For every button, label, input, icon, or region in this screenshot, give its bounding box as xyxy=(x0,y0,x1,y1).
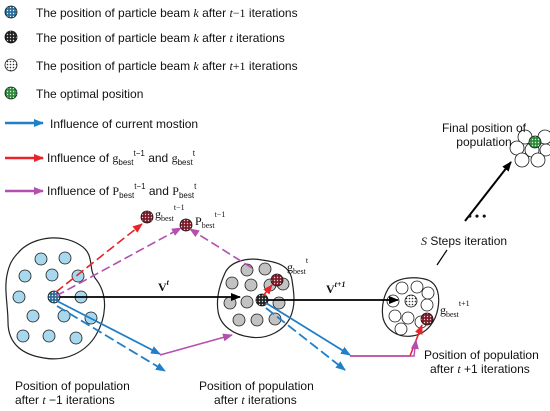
legend-icon-t-plus-1 xyxy=(4,58,18,72)
population-t-caption-2: after t iterations xyxy=(214,393,297,407)
gbest-t-plus-1-label: gbestt+1 xyxy=(440,299,470,319)
population-t-minus-1 xyxy=(5,237,106,360)
velocity-vt-label: Vt xyxy=(158,278,170,294)
population-t-plus-1-caption-2: after t +1 iterations xyxy=(430,362,530,376)
red-arrow-1 xyxy=(55,223,143,293)
particles-final xyxy=(509,129,550,168)
population-t-plus-1 xyxy=(381,277,440,337)
blue-arrow-2-dashed xyxy=(265,307,346,371)
population-t-minus-1-caption-1: Position of population xyxy=(15,379,130,393)
purple-arrow-1 xyxy=(55,227,182,297)
legend-icon-optimal xyxy=(4,86,18,100)
final-position-label-1: Final position of xyxy=(442,121,527,135)
particle-k-t-plus-1 xyxy=(404,294,418,308)
legend-arrow-purple-label: Influence of Pbestt−1 and Pbestt xyxy=(47,182,197,200)
gbest-t-marker xyxy=(270,273,284,287)
population-t-minus-1-caption-2: after t −1 iterations xyxy=(15,393,115,407)
population-final xyxy=(509,129,550,168)
gbest-t-minus-1-marker xyxy=(140,210,154,224)
legend-icon-t xyxy=(4,30,18,44)
gbest-t-minus-1-label: gbestt−1 xyxy=(155,203,185,223)
purple-arrow-4 xyxy=(350,339,419,357)
blue-arrow-1 xyxy=(56,300,161,355)
gbest-t-plus-1-marker xyxy=(420,312,434,326)
particles-t xyxy=(223,262,290,327)
iteration-dots: • • • xyxy=(468,209,487,223)
legend-item-2: The position of particle beam k after t … xyxy=(36,31,285,45)
purple-arrow-3 xyxy=(159,333,233,356)
legend: The position of particle beam k after t−… xyxy=(4,5,298,200)
particles-t-plus-1 xyxy=(386,280,435,336)
legend-icon-t-minus-1 xyxy=(4,5,18,19)
particle-k-t xyxy=(255,293,269,307)
red-arrow-2 xyxy=(262,284,273,297)
velocity-vt1-label: Vt+1 xyxy=(326,280,345,296)
population-t xyxy=(216,258,295,339)
legend-item-3: The position of particle beam k after t+… xyxy=(36,59,298,73)
pbest-t-minus-1-marker xyxy=(179,218,193,232)
population-t-plus-1-caption-1: Position of population xyxy=(424,348,539,362)
legend-item-1: The position of particle beam k after t−… xyxy=(36,6,298,20)
final-position-label-2: population xyxy=(456,135,511,149)
pbest-t-minus-1-label: Pbestt−1 xyxy=(195,210,225,230)
steps-iteration-label: S Steps iteration xyxy=(421,234,507,248)
legend-arrow-blue-label: Influence of current mostion xyxy=(50,117,198,131)
optimal-position-marker xyxy=(528,135,542,149)
blue-arrow-2 xyxy=(265,302,351,356)
legend-arrow-red-label: Influence of gbestt−1 and gbestt xyxy=(47,149,196,167)
gbest-t-label: gbestt xyxy=(287,256,309,276)
particles-t-minus-1 xyxy=(12,251,98,345)
legend-item-4: The optimal position xyxy=(36,87,143,101)
blue-arrow-1-dashed xyxy=(56,305,166,372)
population-t-caption-1: Position of population xyxy=(199,379,314,393)
steps-arrow xyxy=(436,249,448,266)
final-arrow xyxy=(464,161,512,222)
